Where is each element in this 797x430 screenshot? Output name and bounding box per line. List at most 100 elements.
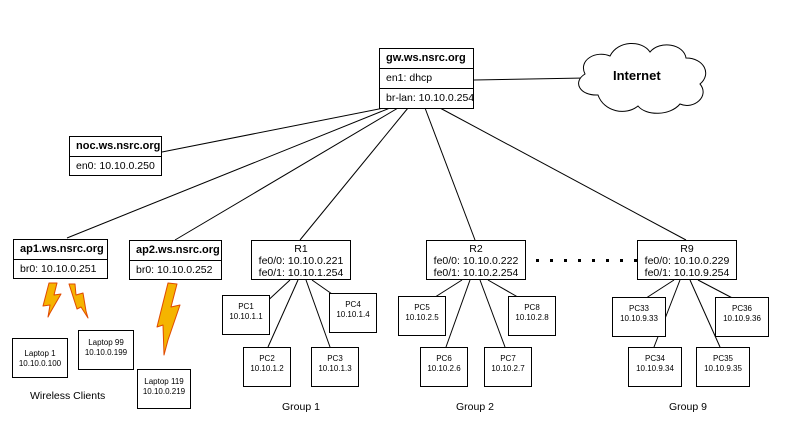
pc-name: PC6: [436, 354, 452, 363]
link-r2-pc6: [445, 279, 471, 348]
link-gw-ap1: [66, 107, 391, 239]
pc-box: PC2 10.10.1.2: [243, 347, 291, 387]
laptop-name: Laptop 99: [88, 338, 124, 347]
ellipsis-dots: [536, 259, 637, 262]
wireless-signals: [42, 282, 181, 356]
pc-name: PC35: [712, 354, 733, 363]
gateway-box: gw.ws.nsrc.org en1: dhcp br-lan: 10.10.0…: [379, 48, 474, 109]
dot: [536, 259, 539, 262]
dot: [564, 259, 567, 262]
gateway-hostname: gw.ws.nsrc.org: [380, 49, 473, 69]
dot: [634, 259, 637, 262]
pc-ip: 10.10.1.2: [250, 364, 284, 373]
pc-name: PC33: [628, 304, 649, 313]
router-name: R1: [294, 243, 308, 255]
ap2-hostname: ap2.ws.nsrc.org: [130, 241, 221, 261]
uplinks: [66, 77, 687, 241]
laptop-box: Laptop 99 10.10.0.199: [78, 330, 134, 370]
router-r2: R2 fe0/0: 10.10.0.222 fe0/1: 10.10.2.254: [426, 240, 526, 280]
pc-ip: 10.10.1.1: [229, 312, 263, 321]
pc-ip: 10.10.2.7: [491, 364, 525, 373]
group-label-9: Group 9: [669, 401, 707, 413]
router-interface-fe01: fe0/1: 10.10.9.254: [644, 267, 730, 279]
pc-box: PC4 10.10.1.4: [329, 293, 377, 333]
pc-name: PC1: [238, 302, 254, 311]
pc-box: PC35 10.10.9.35: [696, 347, 750, 387]
pc-name: PC36: [731, 304, 752, 313]
dot: [620, 259, 623, 262]
link-r2-pc5: [431, 279, 463, 300]
gateway-interface-en1: en1: dhcp: [380, 69, 473, 89]
router-interface-fe00: fe0/0: 10.10.0.221: [258, 255, 344, 267]
laptop-ip: 10.10.0.100: [18, 359, 62, 368]
laptop-ip: 10.10.0.219: [142, 387, 186, 396]
router-interface-fe00: fe0/0: 10.10.0.229: [644, 255, 730, 267]
pc-name: PC7: [500, 354, 516, 363]
pc-box: PC3 10.10.1.3: [311, 347, 359, 387]
pc-name: PC8: [524, 303, 540, 312]
pc-ip: 10.10.1.4: [336, 310, 370, 319]
router-r1: R1 fe0/0: 10.10.0.221 fe0/1: 10.10.1.254: [251, 240, 351, 280]
pc-ip: 10.10.9.35: [704, 364, 742, 373]
laptop-box: Laptop 119 10.10.0.219: [137, 369, 191, 409]
pc-box: PC33 10.10.9.33: [612, 297, 666, 337]
lightning-bolt-icon: [42, 282, 62, 318]
link-gw-noc: [161, 107, 385, 153]
lan-links: [261, 279, 741, 348]
dot: [606, 259, 609, 262]
pc-name: PC5: [414, 303, 430, 312]
group-label-wireless: Wireless Clients: [30, 390, 106, 402]
router-name: R9: [680, 243, 694, 255]
laptop-ip: 10.10.0.199: [84, 348, 128, 357]
pc-name: PC4: [345, 300, 361, 309]
pc-ip: 10.10.9.36: [723, 314, 761, 323]
noc-box: noc.ws.nsrc.org en0: 10.10.0.250: [69, 136, 162, 176]
ap1-hostname: ap1.ws.nsrc.org: [14, 240, 107, 260]
noc-interface-en0: en0: 10.10.0.250: [76, 160, 155, 172]
pc-box: PC5 10.10.2.5: [398, 296, 446, 336]
link-gw-r1: [299, 107, 409, 241]
noc-hostname: noc.ws.nsrc.org: [70, 137, 161, 157]
pc-name: PC34: [644, 354, 665, 363]
dot: [578, 259, 581, 262]
link-r1-pc3: [305, 279, 331, 348]
pc-name: PC2: [259, 354, 275, 363]
laptop-box: Laptop 1 10.10.0.100: [12, 338, 68, 378]
internet-label: Internet: [613, 68, 661, 83]
pc-ip: 10.10.1.3: [318, 364, 352, 373]
group-label-1: Group 1: [282, 401, 320, 413]
pc-box: PC6 10.10.2.6: [420, 347, 468, 387]
pc-ip: 10.10.9.34: [636, 364, 674, 373]
dot: [592, 259, 595, 262]
lightning-bolt-icon: [156, 282, 181, 356]
pc-ip: 10.10.2.6: [427, 364, 461, 373]
pc-name: PC3: [327, 354, 343, 363]
laptop-name: Laptop 1: [24, 349, 56, 358]
link-r1-pc2: [267, 279, 299, 348]
pc-box: PC34 10.10.9.34: [628, 347, 682, 387]
pc-ip: 10.10.2.5: [405, 313, 439, 322]
pc-ip: 10.10.9.33: [620, 314, 658, 323]
ap1-interface-br0: br0: 10.10.0.251: [20, 263, 97, 275]
link-gw-r2: [424, 107, 476, 241]
internet-cloud-icon: [578, 43, 707, 114]
ap2-box: ap2.ws.nsrc.org br0: 10.10.0.252: [129, 240, 222, 280]
laptop-name: Laptop 119: [144, 377, 184, 386]
gateway-interface-brlan: br-lan: 10.10.0.254: [386, 92, 475, 104]
link-gw-internet: [473, 77, 586, 81]
pc-box: PC1 10.10.1.1: [222, 295, 270, 335]
router-r9: R9 fe0/0: 10.10.0.229 fe0/1: 10.10.9.254: [637, 240, 737, 280]
ap2-interface-br0: br0: 10.10.0.252: [136, 264, 213, 276]
pc-ip: 10.10.2.8: [515, 313, 549, 322]
router-interface-fe01: fe0/1: 10.10.1.254: [258, 267, 344, 279]
lightning-bolt-icon: [68, 283, 89, 319]
group-label-2: Group 2: [456, 401, 494, 413]
pc-box: PC36 10.10.9.36: [715, 297, 769, 337]
pc-box: PC7 10.10.2.7: [484, 347, 532, 387]
router-interface-fe01: fe0/1: 10.10.2.254: [433, 267, 519, 279]
ap1-box: ap1.ws.nsrc.org br0: 10.10.0.251: [13, 239, 108, 279]
router-interface-fe00: fe0/0: 10.10.0.222: [433, 255, 519, 267]
link-gw-r9: [439, 107, 687, 241]
